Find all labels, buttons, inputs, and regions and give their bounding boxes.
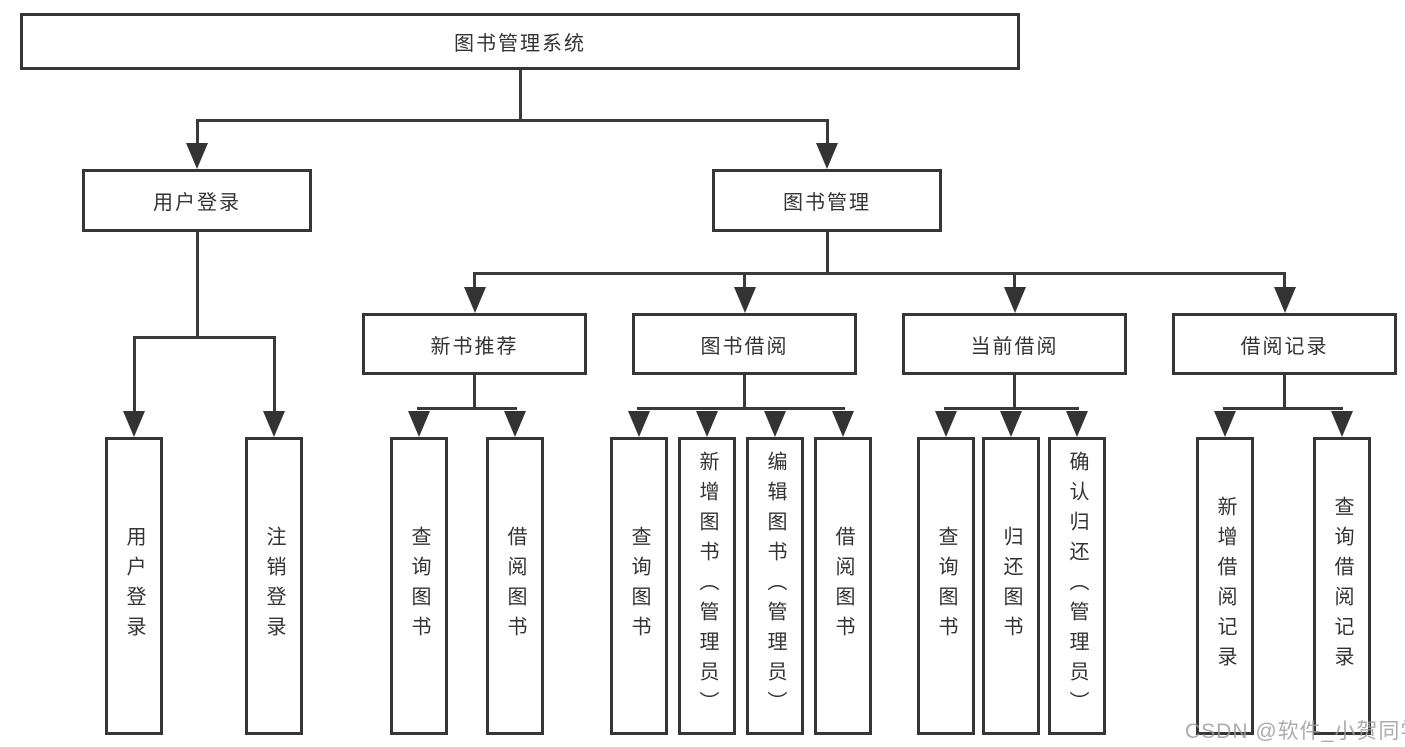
arrow-down-icon bbox=[1274, 287, 1296, 313]
leaf-add-books-admin: 新增图书（管理员） bbox=[678, 437, 736, 735]
leaf-logout: 注销登录 bbox=[245, 437, 303, 735]
leaf-query-books: 查询图书 bbox=[917, 437, 975, 735]
arrow-down-icon bbox=[832, 411, 854, 437]
leaf-edit-books-admin: 编辑图书（管理员） bbox=[746, 437, 804, 735]
leaf-user-login: 用户登录 bbox=[105, 437, 163, 735]
node-book-borrow: 图书借阅 bbox=[632, 313, 857, 375]
node-book-management: 图书管理 bbox=[712, 169, 942, 232]
leaf-return-books: 归还图书 bbox=[982, 437, 1040, 735]
arrow-down-icon bbox=[628, 411, 650, 437]
leaf-borrow-books: 借阅图书 bbox=[486, 437, 544, 735]
connector-line bbox=[473, 272, 1286, 275]
connector-line bbox=[826, 232, 829, 274]
arrow-down-icon bbox=[1004, 287, 1026, 313]
arrow-down-icon bbox=[186, 143, 208, 169]
node-borrow-records: 借阅记录 bbox=[1172, 313, 1397, 375]
arrow-down-icon bbox=[408, 411, 430, 437]
connector-line bbox=[944, 407, 1079, 410]
arrow-down-icon bbox=[935, 411, 957, 437]
arrow-down-icon bbox=[504, 411, 526, 437]
connector-line bbox=[473, 274, 476, 289]
arrow-down-icon bbox=[1000, 411, 1022, 437]
connector-line bbox=[133, 336, 276, 339]
connector-line bbox=[417, 407, 517, 410]
leaf-borrow-books: 借阅图书 bbox=[814, 437, 872, 735]
arrow-down-icon bbox=[734, 287, 756, 313]
leaf-add-borrow-record: 新增借阅记录 bbox=[1196, 437, 1254, 735]
node-library-system: 图书管理系统 bbox=[20, 13, 1020, 70]
arrow-down-icon bbox=[1331, 411, 1353, 437]
node-user-login: 用户登录 bbox=[82, 169, 312, 232]
connector-line bbox=[1283, 274, 1286, 289]
leaf-confirm-return-admin: 确认归还（管理员） bbox=[1048, 437, 1106, 735]
arrow-down-icon bbox=[696, 411, 718, 437]
connector-line bbox=[519, 70, 522, 121]
connector-line bbox=[826, 121, 829, 145]
connector-line bbox=[1223, 407, 1343, 410]
arrow-down-icon bbox=[1066, 411, 1088, 437]
node-current-borrow: 当前借阅 bbox=[902, 313, 1127, 375]
connector-line bbox=[637, 407, 845, 410]
connector-line bbox=[196, 121, 199, 145]
arrow-down-icon bbox=[123, 411, 145, 437]
connector-line bbox=[743, 375, 746, 409]
connector-line bbox=[196, 232, 199, 338]
connector-line bbox=[196, 119, 829, 122]
leaf-query-borrow-record: 查询借阅记录 bbox=[1313, 437, 1371, 735]
connector-line bbox=[1013, 274, 1016, 289]
arrow-down-icon bbox=[1214, 411, 1236, 437]
connector-line bbox=[1013, 375, 1016, 409]
leaf-query-books: 查询图书 bbox=[610, 437, 668, 735]
connector-line bbox=[273, 338, 276, 412]
arrow-down-icon bbox=[464, 287, 486, 313]
arrow-down-icon bbox=[263, 411, 285, 437]
arrow-down-icon bbox=[816, 143, 838, 169]
csdn-watermark: CSDN @软件_小贺同学 bbox=[1185, 720, 1405, 743]
leaf-query-books: 查询图书 bbox=[390, 437, 448, 735]
connector-line bbox=[743, 274, 746, 289]
arrow-down-icon bbox=[764, 411, 786, 437]
node-new-book-recommend: 新书推荐 bbox=[362, 313, 587, 375]
connector-line bbox=[1283, 375, 1286, 409]
connector-line bbox=[133, 338, 136, 412]
connector-line bbox=[473, 375, 476, 409]
